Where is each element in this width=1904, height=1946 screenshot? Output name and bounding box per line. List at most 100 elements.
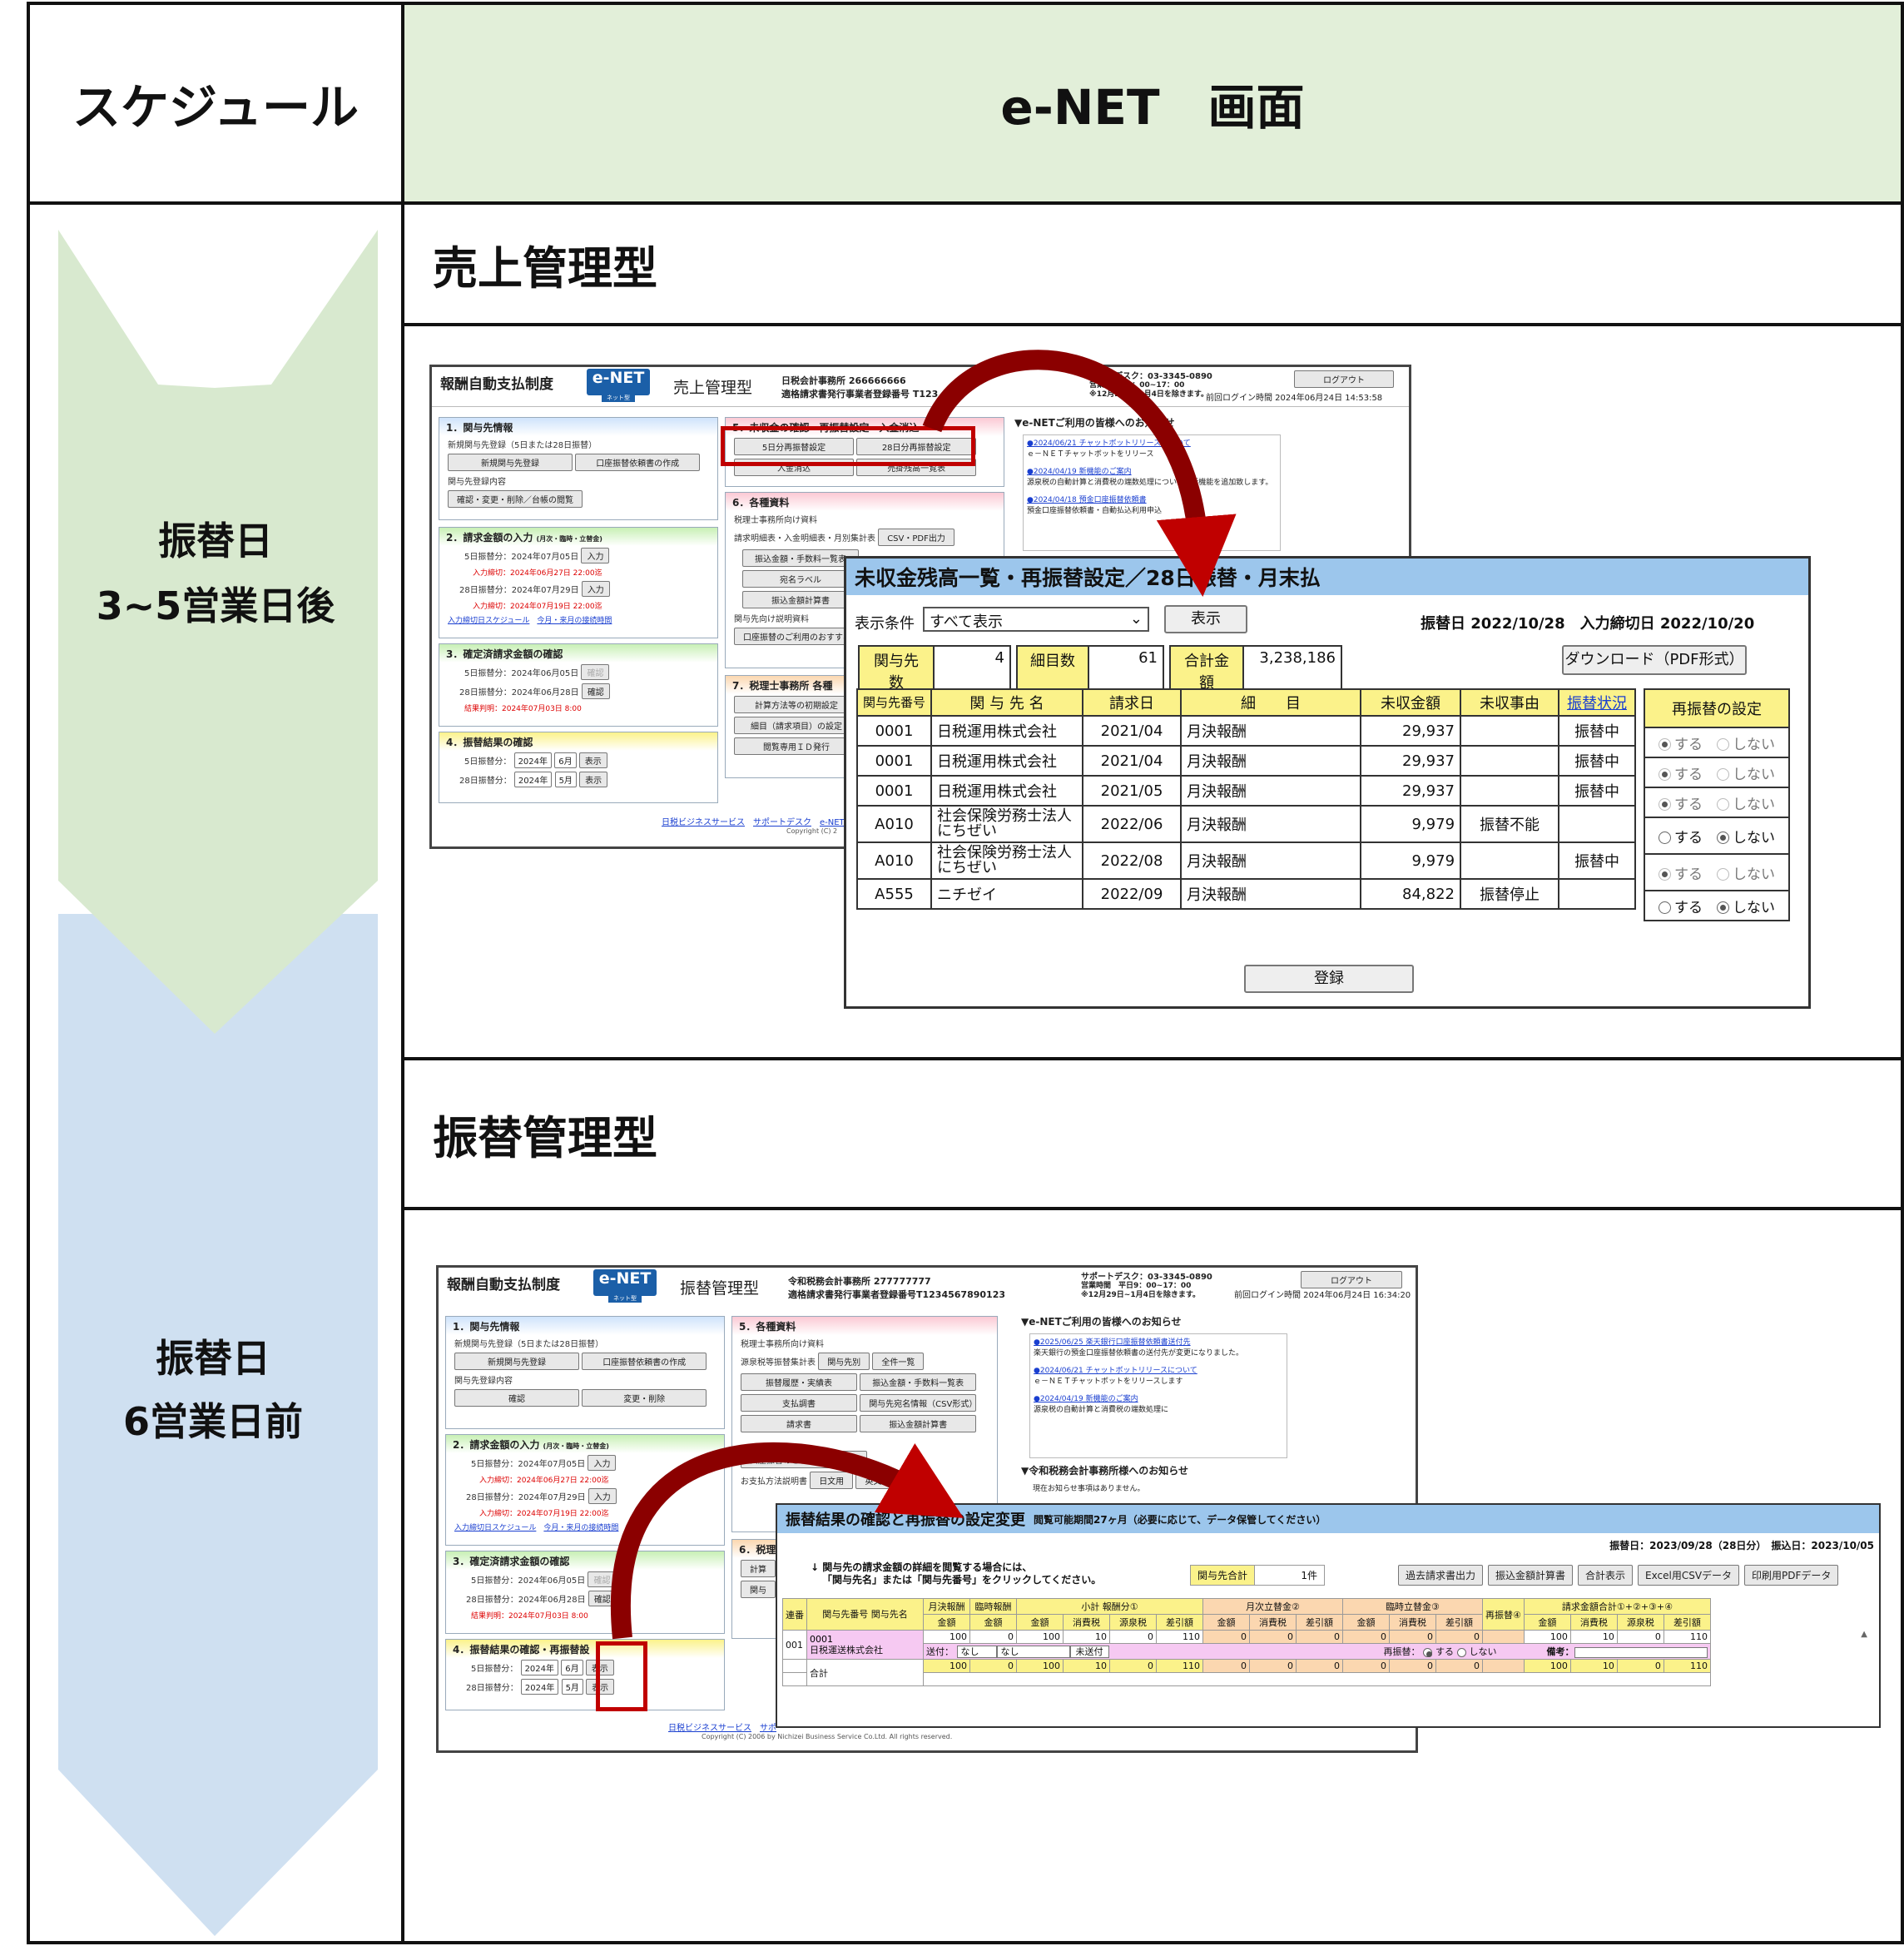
reset-yes-radio[interactable] xyxy=(1659,768,1671,781)
footer-link[interactable]: 日税ビジネスサービス xyxy=(662,818,745,827)
confirm-button-28[interactable]: 確認 xyxy=(588,1591,617,1606)
transfer-request-button[interactable]: 口座振替依頼書の作成 xyxy=(582,1353,707,1370)
reset-no-radio[interactable] xyxy=(1717,768,1729,781)
show-button-5[interactable]: 表示 xyxy=(578,752,607,768)
history-button[interactable]: 振替履歴・実績表 xyxy=(741,1373,857,1391)
reset-yes-radio[interactable] xyxy=(1659,868,1671,881)
address-label-button[interactable]: 宛名ラベル xyxy=(742,570,859,588)
connection-time-link[interactable]: 今月・来月の接続時間 xyxy=(537,617,612,625)
connection-time-link[interactable]: 今月・来月の接続時間 xyxy=(543,1524,619,1532)
client-button[interactable]: 関与 xyxy=(741,1581,776,1598)
reset-no-radio[interactable] xyxy=(1717,832,1729,844)
reset-no-radio[interactable] xyxy=(1717,868,1729,881)
news-item-link[interactable]: ●2024/06/21 チャットボットリリースについて xyxy=(1034,1367,1197,1375)
client-edit-button[interactable]: 確認・変更・削除／台帳の閲覧 xyxy=(448,490,583,508)
input-button-28[interactable]: 入力 xyxy=(581,581,610,597)
footer-link[interactable]: サポ xyxy=(760,1724,776,1733)
payment-record-button[interactable]: 支払調書 xyxy=(741,1394,857,1412)
confirm-button-28[interactable]: 確認 xyxy=(581,683,610,699)
month-select[interactable]: 5月 xyxy=(554,772,577,787)
confirm-button-5[interactable]: 確認 xyxy=(581,664,610,680)
recommend-button[interactable]: 口座振替のご利用のおすすめ xyxy=(734,628,860,645)
calc-settings-button[interactable]: 計算方法等の初期設定 xyxy=(734,696,859,713)
client-name-link[interactable]: 日税運送株式会社 xyxy=(810,1645,883,1656)
status-sort-link[interactable]: 振替状況 xyxy=(1567,695,1628,712)
english-button[interactable]: 英文用 xyxy=(855,1472,900,1489)
schedule-link[interactable]: 入力締切日スケジュール xyxy=(454,1524,537,1532)
view-id-button[interactable]: 閲覧専用ＩＤ発行 xyxy=(734,737,859,755)
item-settings-button[interactable]: 細目（請求項目）の設定 xyxy=(734,717,859,734)
register-button[interactable]: 登録 xyxy=(1244,965,1414,993)
cell-reason: 振替不能 xyxy=(1460,805,1560,843)
show-button-28[interactable]: 表示 xyxy=(586,1679,615,1695)
toolbar-button[interactable]: 印刷用PDFデータ xyxy=(1744,1565,1839,1586)
retransfer-no-radio[interactable] xyxy=(1456,1647,1466,1657)
new-client-button[interactable]: 新規関与先登録 xyxy=(448,454,573,471)
send-select[interactable]: なし xyxy=(956,1646,997,1658)
client-confirm-button[interactable]: 確認 xyxy=(454,1389,579,1407)
month-select[interactable]: 6月 xyxy=(554,752,577,768)
all-list-button[interactable]: 全件一覧 xyxy=(872,1353,925,1370)
download-pdf-button[interactable]: ダウンロード（PDF形式） xyxy=(1562,645,1747,675)
invoice-button[interactable]: 請求書 xyxy=(741,1415,857,1432)
reset-yes-radio[interactable] xyxy=(1659,832,1671,844)
condition-select[interactable]: すべて表示⌄ xyxy=(923,607,1149,632)
management-type: 振替管理型 xyxy=(680,1279,760,1298)
transfer-calc-button[interactable]: 振込金額計算書 xyxy=(742,591,859,608)
transfer-request-button[interactable]: 口座振替依頼書の作成 xyxy=(575,454,701,471)
news-item-link[interactable]: ●2024/04/19 新機能のご案内 xyxy=(1034,1395,1138,1403)
input-button-5[interactable]: 入力 xyxy=(588,1455,617,1471)
group-header: 月次立替金② xyxy=(1202,1598,1343,1615)
reset-no-radio[interactable] xyxy=(1717,798,1729,811)
fee-list-button[interactable]: 振込金額・手数料一覧表 xyxy=(860,1373,977,1391)
logout-button[interactable]: ログアウト xyxy=(1294,370,1394,388)
reset-yes-radio[interactable] xyxy=(1659,798,1671,811)
footer-link[interactable]: 日税ビジネスサービス xyxy=(668,1724,751,1733)
japanese-button[interactable]: 日文用 xyxy=(810,1472,854,1489)
calc-button[interactable]: 計算 xyxy=(741,1560,776,1577)
retransfer-yes-radio[interactable] xyxy=(1423,1647,1432,1657)
reset-no-radio[interactable] xyxy=(1717,901,1729,914)
address-csv-button[interactable]: 関与先宛名情報（CSV形式） xyxy=(860,1394,977,1412)
reset-5-button[interactable]: 5日分再振替設定 xyxy=(734,438,854,455)
client-edit-button[interactable]: 変更・削除 xyxy=(582,1389,707,1407)
year-select[interactable]: 2024年 xyxy=(520,1679,559,1695)
input-button-5[interactable]: 入力 xyxy=(581,548,610,563)
recommend-button[interactable]: 口座振替のご利用のおすすめ xyxy=(741,1451,867,1468)
year-select[interactable]: 2024年 xyxy=(520,1660,559,1675)
logout-button[interactable]: ログアウト xyxy=(1301,1271,1402,1288)
input-button-28[interactable]: 入力 xyxy=(588,1488,617,1504)
year-select[interactable]: 2024年 xyxy=(513,752,553,768)
show-button[interactable]: 表示 xyxy=(1164,605,1247,633)
toolbar-button[interactable]: Excel用CSVデータ xyxy=(1638,1565,1740,1586)
news-item-link[interactable]: ●2024/06/21 チャットボットリリースについて xyxy=(1027,439,1191,448)
footer-link[interactable]: e-NET xyxy=(820,818,845,827)
footer-link[interactable]: サポートデスク xyxy=(753,818,811,827)
memo-input[interactable] xyxy=(1574,1646,1708,1658)
news-item-link[interactable]: ●2024/04/19 新機能のご案内 xyxy=(1027,468,1132,476)
transfer-calc-button[interactable]: 振込金額計算書 xyxy=(860,1415,977,1432)
fee-list-button[interactable]: 振込金額・手数料一覧表 xyxy=(742,549,859,567)
schedule-link[interactable]: 入力締切日スケジュール xyxy=(448,617,530,625)
toolbar-button[interactable]: 合計表示 xyxy=(1578,1565,1634,1586)
csv-pdf-button[interactable]: CSV・PDF出力 xyxy=(878,529,954,546)
client-code-link[interactable]: 0001 xyxy=(810,1634,833,1645)
reset-no-radio[interactable] xyxy=(1717,738,1729,751)
month-select[interactable]: 6月 xyxy=(561,1660,583,1675)
send-select-2[interactable]: なし xyxy=(996,1646,1070,1658)
reset-yes-radio[interactable] xyxy=(1659,738,1671,751)
header-divider xyxy=(30,201,1901,205)
year-select[interactable]: 2024年 xyxy=(513,772,553,787)
total-value: 0 xyxy=(1296,1659,1343,1673)
confirm-button-5[interactable]: 確認 xyxy=(588,1571,617,1587)
by-client-button[interactable]: 関与先別 xyxy=(818,1353,870,1370)
toolbar-button[interactable]: 過去請求書出力 xyxy=(1398,1565,1484,1586)
new-client-button[interactable]: 新規関与先登録 xyxy=(454,1353,579,1370)
toolbar-button[interactable]: 振込金額計算書 xyxy=(1488,1565,1574,1586)
scroll-up-icon[interactable]: ▲ xyxy=(1861,1630,1867,1639)
month-select[interactable]: 5月 xyxy=(561,1679,583,1695)
show-button-28[interactable]: 表示 xyxy=(579,772,608,787)
news-item-link[interactable]: ●2024/04/18 預金口座振替依頼書 xyxy=(1027,496,1147,504)
reset-yes-radio[interactable] xyxy=(1659,901,1671,914)
news-item-link[interactable]: ●2025/06/25 楽天銀行口座振替依頼書送付先 xyxy=(1034,1338,1191,1347)
